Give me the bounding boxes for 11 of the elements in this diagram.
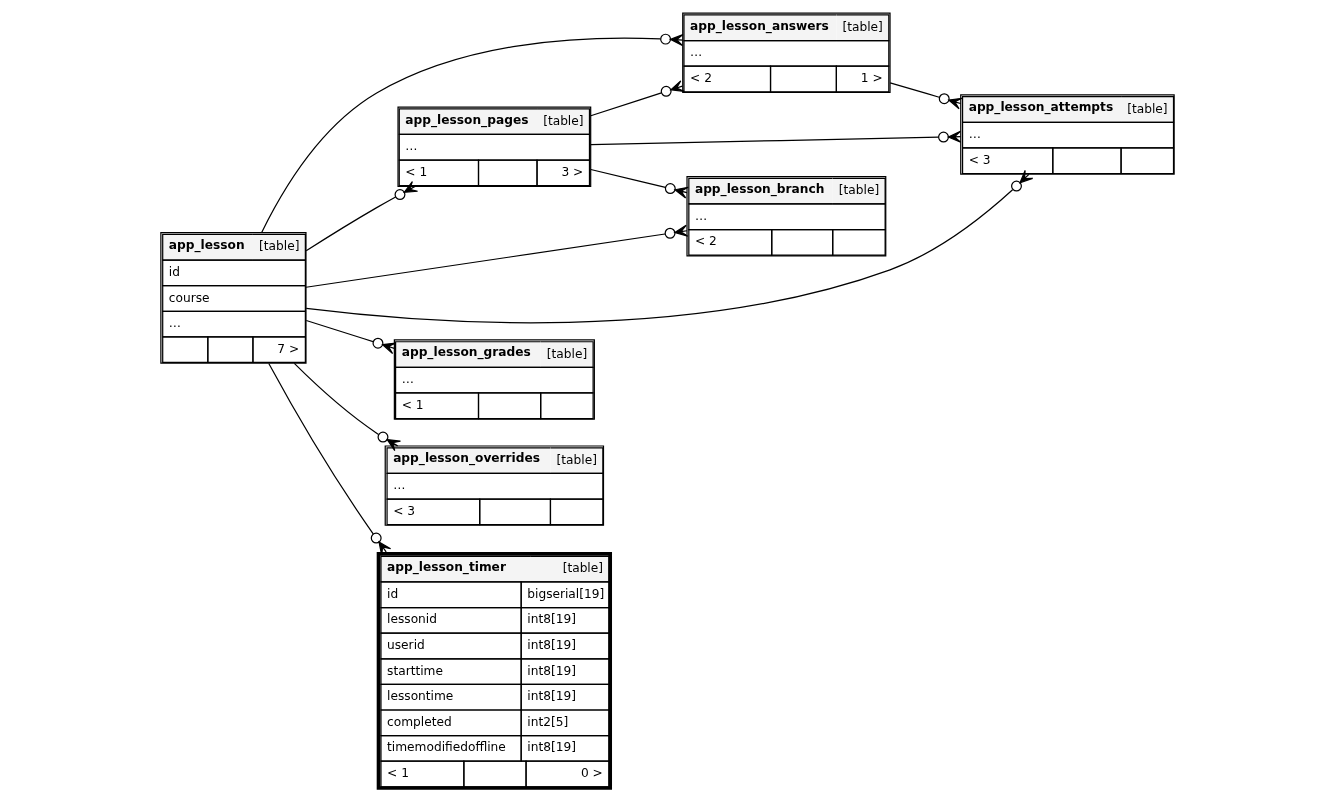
connector: [889, 82, 963, 110]
connector: [305, 169, 1034, 324]
connector: [590, 168, 689, 199]
connector: [590, 80, 685, 117]
connector: [590, 130, 962, 146]
connector: [305, 224, 689, 288]
connector: [261, 33, 684, 233]
connector: [305, 181, 419, 252]
connector: [268, 362, 392, 556]
connector: [293, 362, 402, 452]
connector: [305, 319, 397, 355]
